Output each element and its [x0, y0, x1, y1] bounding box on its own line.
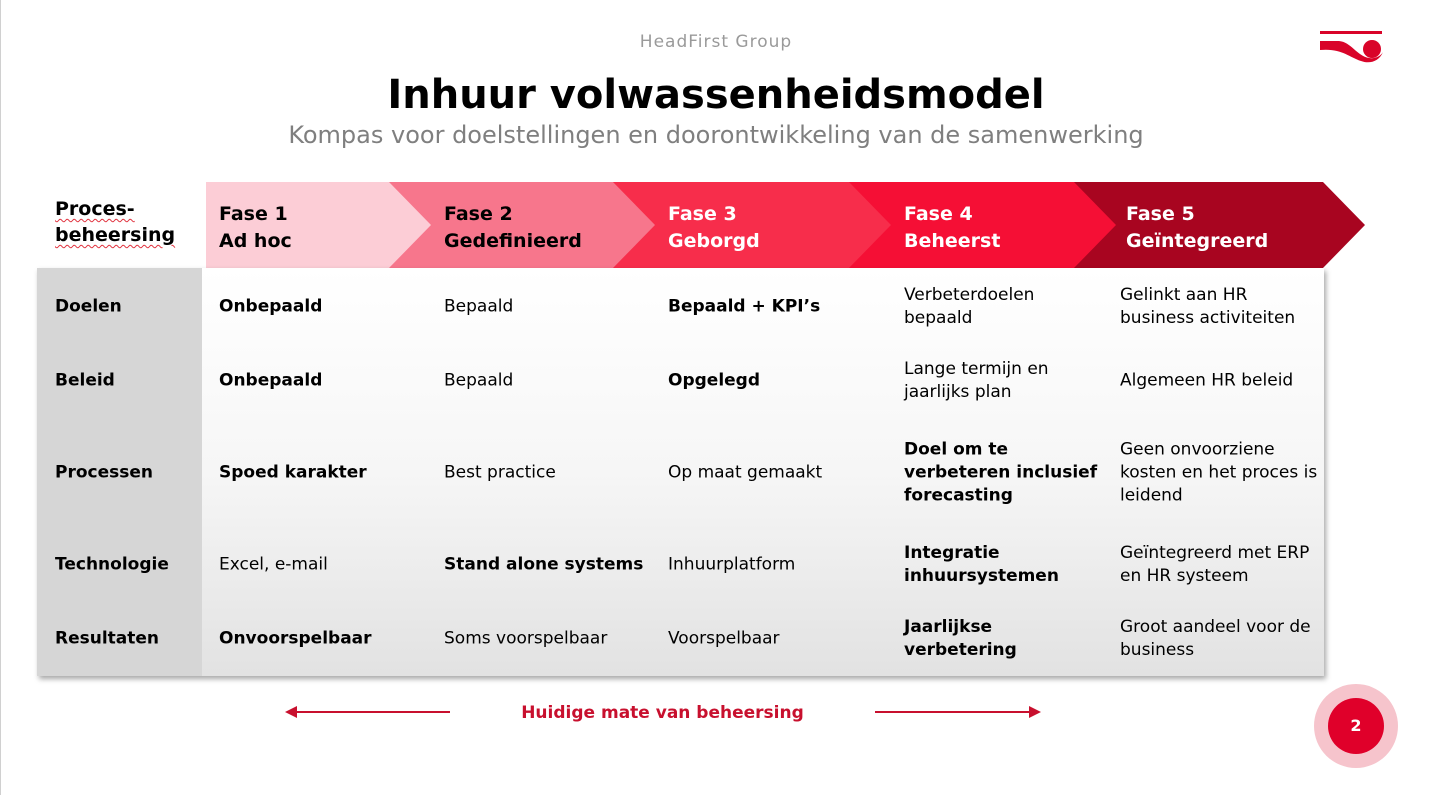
phase-number: Fase 1	[219, 203, 288, 225]
phase-chevron-2	[389, 182, 658, 268]
row-label: Beleid	[55, 370, 115, 391]
footer-caption: Huidige mate van beheersing	[521, 703, 804, 723]
table-cell: Opgelegd	[668, 370, 761, 391]
phase-chevron-1	[206, 182, 433, 268]
arrow-left-head-icon	[285, 706, 297, 718]
row-label-column	[37, 268, 202, 676]
table-cell: Geïntegreerd met ERP en HR systeem	[1120, 543, 1310, 586]
row-header-line2: beheersing	[55, 224, 176, 246]
row-label: Processen	[55, 462, 153, 483]
phase-chevron-5	[1074, 182, 1365, 268]
row-label: Doelen	[55, 296, 122, 317]
table-cell: Onvoorspelbaar	[219, 628, 372, 649]
row-header-line1: Proces-	[55, 198, 135, 220]
table-cell: Verbeterdoelen bepaald	[904, 285, 1035, 328]
phase-number: Fase 2	[444, 203, 513, 225]
table-cell: Groot aandeel voor de business	[1120, 617, 1311, 660]
phase-header-1: Fase 1 Ad hoc	[219, 201, 292, 255]
phase-header-4: Fase 4 Beheerst	[904, 201, 1000, 255]
table-cell: Geen onvoorziene kosten en het proces is…	[1120, 439, 1318, 506]
table-cell: Onbepaald	[219, 370, 323, 391]
table-cell: Jaarlijkse verbetering	[904, 617, 1017, 660]
phase-chevron-4	[849, 182, 1118, 268]
phase-header-2: Fase 2 Gedefinieerd	[444, 201, 582, 255]
phase-number: Fase 5	[1126, 203, 1195, 225]
page-subtitle: Kompas voor doelstellingen en doorontwik…	[288, 121, 1144, 149]
row-label: Resultaten	[55, 628, 160, 649]
table-cell: Best practice	[444, 462, 556, 483]
phase-header-3: Fase 3 Geborgd	[668, 201, 760, 255]
row-header: Proces- beheersing	[55, 196, 175, 248]
table-cell: Doel om te verbeteren inclusief forecast…	[904, 439, 1098, 506]
table-cell: Soms voorspelbaar	[444, 628, 608, 649]
phase-name: Gedefinieerd	[444, 230, 582, 252]
phase-name: Beheerst	[904, 230, 1001, 252]
table-cell: Op maat gemaakt	[668, 462, 823, 483]
brand-name: HeadFirst Group	[639, 32, 793, 52]
phase-name: Geïntegreerd	[1126, 230, 1269, 252]
phase-chevron-3	[613, 182, 893, 268]
phase-number: Fase 3	[668, 203, 737, 225]
arrow-right	[875, 711, 1033, 713]
phase-number: Fase 4	[904, 203, 973, 225]
maturity-table	[37, 268, 1324, 676]
table-cell: Algemeen HR beleid	[1120, 370, 1294, 391]
table-cell: Integratie inhuursystemen	[904, 543, 1059, 586]
table-cell: Bepaald	[444, 296, 514, 317]
table-cell: Spoed karakter	[219, 462, 367, 483]
phase-chevrons	[206, 182, 1365, 268]
table-cell: Bepaald + KPI’s	[668, 296, 821, 317]
table-cell: Bepaald	[444, 370, 514, 391]
table-cell: Gelinkt aan HR business activiteiten	[1120, 285, 1296, 328]
arrow-right-head-icon	[1029, 706, 1041, 718]
arrow-left	[293, 711, 450, 713]
phase-header-5: Fase 5 Geïntegreerd	[1126, 201, 1268, 255]
table-cell: Lange termijn en jaarlijks plan	[904, 359, 1049, 402]
table-cell: Stand alone systems	[444, 554, 644, 575]
page-title: Inhuur volwassenheidsmodel	[387, 72, 1045, 118]
table-cell: Inhuurplatform	[668, 554, 796, 575]
headfirst-logo-icon	[1320, 31, 1383, 63]
page-number: 2	[1328, 698, 1384, 754]
phase-name: Geborgd	[668, 230, 760, 252]
row-label: Technologie	[55, 554, 169, 575]
table-cell: Voorspelbaar	[668, 628, 780, 649]
phase-name: Ad hoc	[219, 230, 292, 252]
table-cell: Excel, e-mail	[219, 554, 328, 575]
table-cell: Onbepaald	[219, 296, 323, 317]
